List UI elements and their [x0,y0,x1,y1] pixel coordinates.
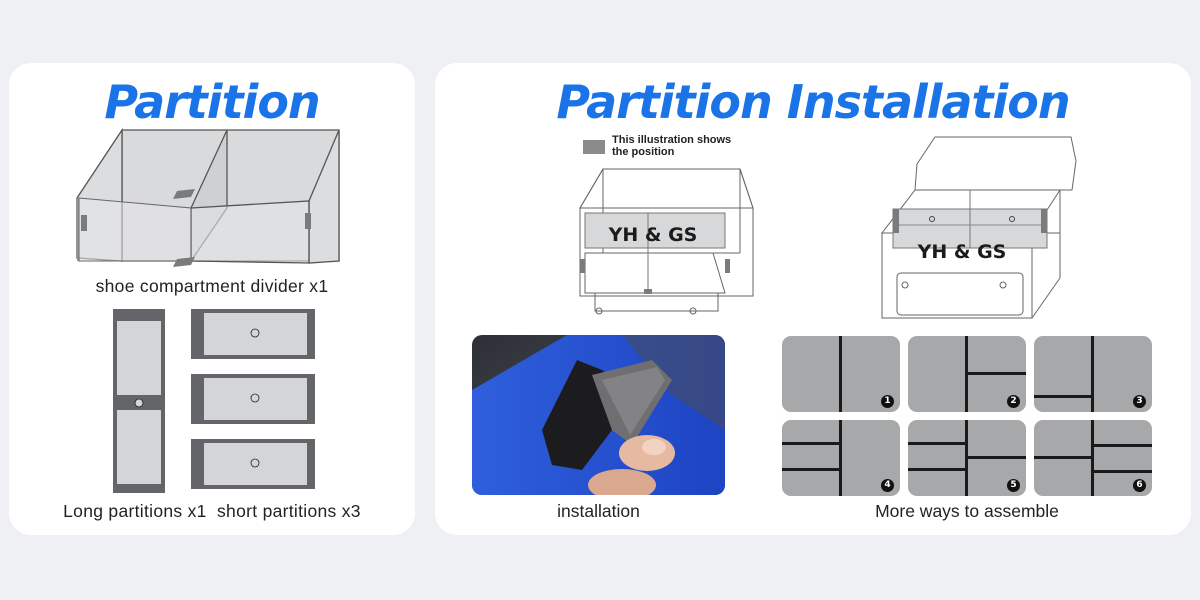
layout-number-badge: 4 [881,479,894,492]
installation-caption: installation [557,501,640,521]
short-partition [191,439,315,489]
box-diagram-open: YH & GS [880,136,1077,319]
installation-photo [472,335,725,495]
legend-text-line1: This illustration shows [612,134,732,146]
partition-panel: Partition shoe compartment divider x1 [9,63,415,535]
assemble-caption: More ways to assemble [875,501,1059,521]
short-partition [191,374,315,424]
layout-number-badge: 6 [1133,479,1146,492]
divider-caption: shoe compartment divider x1 [95,276,329,296]
box-diagram-front: YH & GS [579,168,754,315]
brand-label-front: YH & GS [608,224,698,246]
legend-text-line2: the position [612,146,675,158]
partitions-illustration [113,309,315,493]
layout-tile-5: 5 [908,420,1026,496]
velcro-marker [173,257,195,267]
brand-label-open: YH & GS [917,241,1007,263]
legend-swatch [583,140,605,154]
layout-tile-2: 2 [908,336,1026,412]
velcro-marker [305,213,311,229]
installation-panel: Partition Installation This illustration… [435,63,1191,535]
installation-title: Partition Installation [556,75,1070,129]
layout-tile-4: 4 [782,420,900,496]
shoe-divider-illustration [76,127,340,267]
short-partition [191,309,315,359]
layout-tile-1: 1 [782,336,900,412]
velcro-marker [173,189,195,199]
parts-caption: Long partitions x1 short partitions x3 [63,501,361,521]
layout-number-badge: 3 [1133,395,1146,408]
layout-number-badge: 2 [1007,395,1020,408]
layout-number-badge: 1 [881,395,894,408]
layout-tile-6: 6 [1034,420,1152,496]
partition-title: Partition [104,75,320,129]
layout-number-badge: 5 [1007,479,1020,492]
velcro-marker [81,215,87,231]
layout-tile-3: 3 [1034,336,1152,412]
